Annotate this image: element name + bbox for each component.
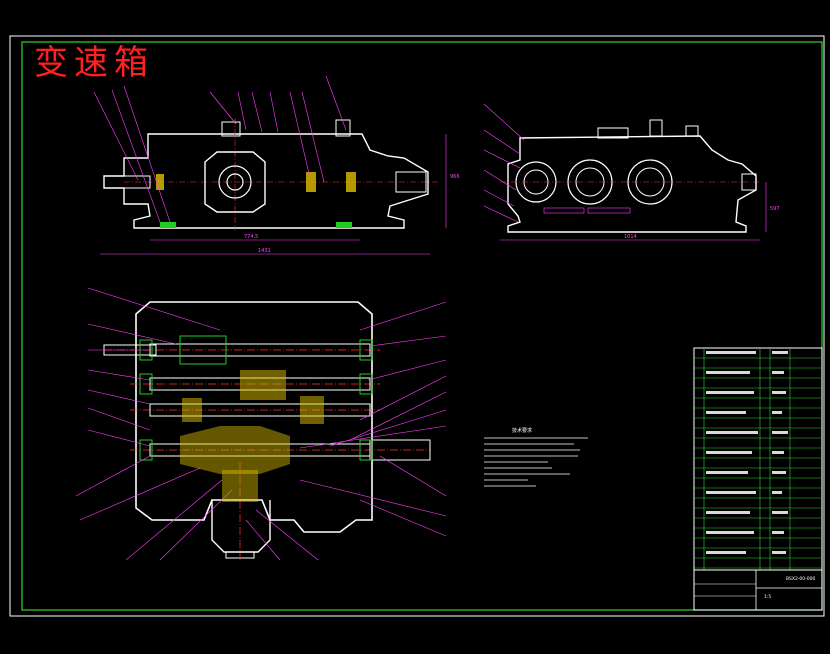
front-view: 774.5 1431 966 <box>93 75 460 255</box>
tech-req-title: 技术要求 <box>512 427 532 434</box>
drawing-title: 变速箱 <box>34 43 154 83</box>
outer-frame <box>9 35 825 617</box>
front-dim-overall: 1431 <box>258 248 271 254</box>
parts-list: BSX2-00-000 1:5 <box>693 347 823 611</box>
side-dim-width: 1014 <box>624 234 637 240</box>
side-view: 1014 597 <box>483 103 780 241</box>
technical-requirements: 技术要求 <box>484 427 588 487</box>
side-dim-height: 597 <box>770 206 780 212</box>
drawing-border <box>21 41 823 611</box>
section-view <box>75 287 447 561</box>
drawing-number: BSX2-00-000 <box>786 576 816 582</box>
drawing-scale: 1:5 <box>764 594 771 600</box>
front-dim-inner: 774.5 <box>244 234 258 240</box>
front-dim-height: 966 <box>450 174 460 180</box>
